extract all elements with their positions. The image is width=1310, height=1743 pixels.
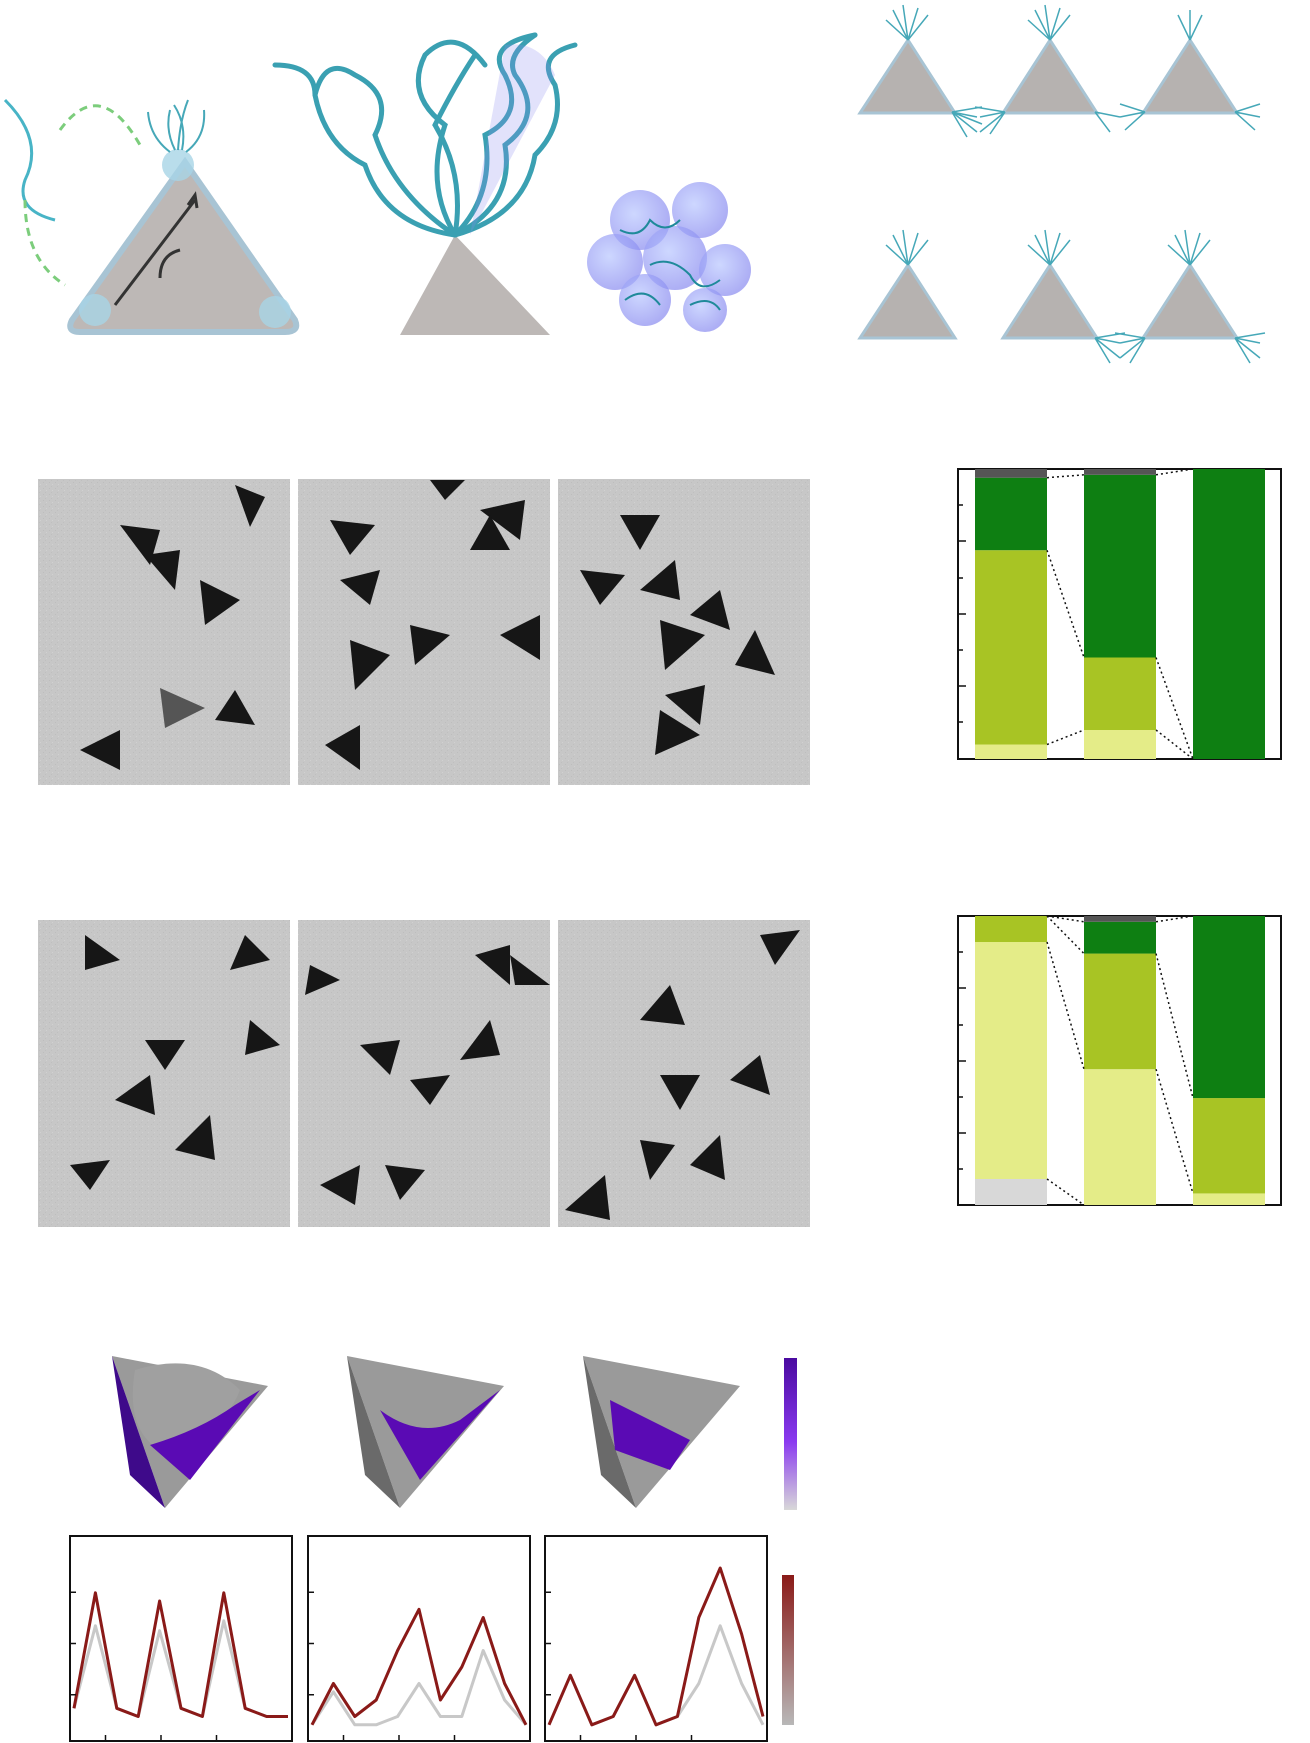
bar-2-segment-5	[1084, 916, 1156, 922]
bar-1-segment-4	[975, 469, 1047, 478]
chart-2-bars	[975, 915, 1265, 1206]
connector-2-3	[1155, 468, 1194, 476]
variant-2	[974, 4, 1121, 135]
bar-2-segment-3	[1084, 953, 1156, 1070]
tem-row-2	[38, 920, 810, 1227]
connector-1-1	[1046, 729, 1085, 746]
series-line-2	[547, 1566, 765, 1727]
connector-1-2	[1046, 549, 1085, 658]
series-line-1	[310, 1649, 528, 1727]
connector-2-2	[1155, 657, 1194, 760]
chart-2-ticks	[958, 951, 966, 1170]
tem-image-2-1	[38, 920, 290, 1227]
bar-2-segment-2	[1084, 657, 1156, 730]
bar-2-segment-2	[1084, 1069, 1156, 1205]
line-plot-3-frame	[544, 1535, 768, 1742]
bar-3-segment-2	[1193, 1193, 1265, 1205]
bar-1-segment-3	[975, 916, 1047, 943]
bar-2-segment-4	[1084, 469, 1156, 475]
stacked-bar-chart-1	[957, 468, 1282, 760]
stacked-bar-chart-2	[957, 915, 1282, 1206]
connector-1-4	[1046, 915, 1085, 923]
connector-2-4	[1155, 915, 1194, 923]
bar-3-segment-3	[1193, 1098, 1265, 1194]
schematic-large-triangle	[3, 98, 300, 335]
variant-4	[857, 229, 958, 340]
bar-1-segment-2	[975, 550, 1047, 745]
bar-1-segment-1	[975, 1178, 1047, 1205]
bar-2-segment-3	[1084, 474, 1156, 658]
bar-3-segment-3	[1193, 469, 1265, 759]
bar-1-segment-3	[975, 477, 1047, 551]
heatmap-row	[112, 1356, 797, 1510]
connector-1-3	[1046, 474, 1085, 479]
purple-colorbar	[784, 1358, 797, 1510]
bar-2-segment-4	[1084, 921, 1156, 954]
tem-image-1-1	[38, 479, 290, 785]
variant-1	[857, 4, 983, 138]
tem-image-2-3	[558, 920, 810, 1227]
connector-2-2	[1155, 1068, 1194, 1194]
variant-5	[1000, 229, 1126, 364]
bar-2-segment-1	[1084, 730, 1156, 759]
line-plot-3	[544, 1535, 768, 1742]
series-line-2	[72, 1591, 288, 1718]
series-line-2	[310, 1607, 528, 1726]
heatmap-model-1	[112, 1356, 268, 1508]
heatmap-model-3	[583, 1356, 740, 1508]
bar-3-segment-4	[1193, 916, 1265, 1099]
red-colorbar	[782, 1575, 794, 1725]
connector-1-3	[1046, 915, 1085, 955]
line-plot-2-frame	[307, 1535, 531, 1742]
variant-grid	[857, 4, 1266, 364]
chart-1-bars	[975, 468, 1265, 760]
connector-1-2	[1046, 941, 1085, 1070]
schematic-polymer-chains	[272, 32, 578, 335]
bar-1-segment-2	[975, 942, 1047, 1179]
variant-6	[1114, 229, 1266, 364]
chart-1-ticks	[958, 504, 966, 723]
line-plot-1	[69, 1535, 293, 1742]
variant-3	[1119, 10, 1261, 131]
schematic-globule-cluster	[587, 180, 751, 332]
heatmap-model-2	[347, 1356, 504, 1508]
bar-1-segment-1	[975, 744, 1047, 759]
line-plot-2	[307, 1535, 531, 1742]
tem-row-1	[38, 479, 810, 785]
